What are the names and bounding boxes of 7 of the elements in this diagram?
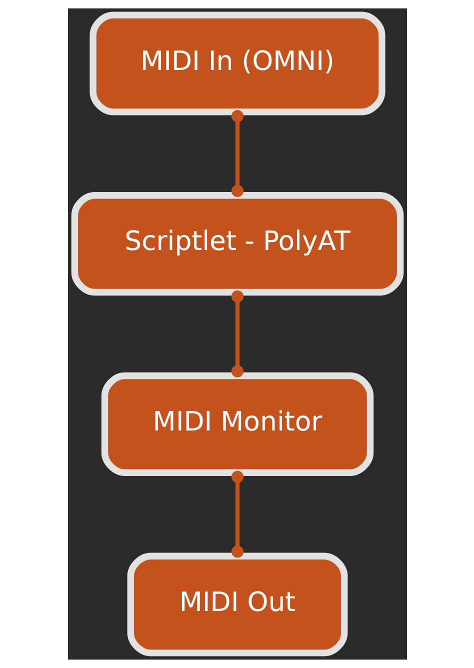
node-box: MIDI Monitor xyxy=(100,372,374,476)
node-box: MIDI Out xyxy=(126,552,348,656)
connector xyxy=(230,290,244,378)
connector xyxy=(230,470,244,558)
node-box: Scriptlet - PolyAT xyxy=(70,192,404,296)
node-box: MIDI In (OMNI) xyxy=(89,12,385,116)
connector xyxy=(230,110,244,198)
